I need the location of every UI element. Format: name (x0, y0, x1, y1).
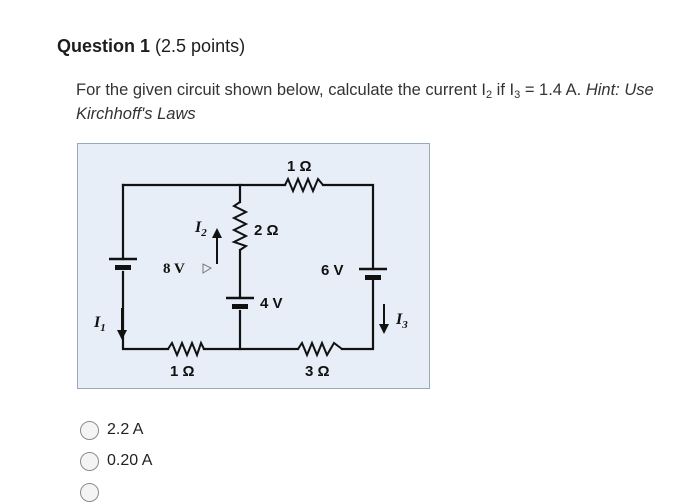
label-v-4: 4 V (260, 295, 283, 312)
question-title: Question 1 (2.5 points) (57, 36, 245, 57)
question-points: (2.5 points) (155, 36, 246, 56)
prompt-text: For the given circuit shown below, calcu… (76, 81, 486, 99)
label-v-8: 8 V (163, 261, 185, 277)
circuit-svg: 1 Ω 2 Ω 1 Ω 3 Ω 8 V 4 V 6 V I1 I2 I3 (93, 158, 408, 380)
arrow-i3 (379, 304, 389, 334)
hint-text-2: Kirchhoff's Laws (76, 105, 196, 123)
arrow-i1 (117, 308, 127, 340)
question-number: Question 1 (57, 36, 151, 56)
prompt-if: if I (492, 81, 515, 99)
answer-option-2[interactable]: 0.20 A (80, 449, 152, 473)
prompt-sub-3: 3 (514, 89, 521, 101)
option-label: 2.2 A (107, 421, 144, 438)
hint-text-1: Hint: Use (585, 81, 654, 99)
cursor-icon (202, 263, 213, 274)
arrow-i2 (212, 228, 222, 264)
radio-button[interactable] (80, 451, 99, 471)
resistor-bottom-left-1ohm (167, 340, 205, 358)
option-label: 0.20 A (107, 452, 153, 469)
resistor-top-1ohm (284, 176, 324, 194)
radio-button[interactable] (80, 420, 99, 440)
label-i1: I1 (93, 314, 106, 334)
answer-option-1[interactable]: 2.2 A (80, 418, 143, 442)
resistor-mid-2ohm (231, 201, 249, 251)
question-prompt: For the given circuit shown below, calcu… (76, 78, 696, 126)
battery-8v (109, 257, 137, 270)
label-i2: I2 (194, 219, 207, 239)
radio-button[interactable] (80, 482, 99, 502)
label-r-mid: 2 Ω (254, 222, 279, 239)
answer-option-3[interactable] (80, 480, 107, 504)
circuit-diagram: 1 Ω 2 Ω 1 Ω 3 Ω 8 V 4 V 6 V I1 I2 I3 (77, 143, 430, 389)
prompt-value: = 1.4 A. (520, 81, 586, 99)
battery-4v (226, 296, 254, 309)
label-r-top: 1 Ω (287, 158, 312, 175)
label-r-bottom-right: 3 Ω (305, 363, 330, 380)
prompt-sub-2: 2 (485, 89, 493, 101)
label-r-bottom-left: 1 Ω (170, 363, 195, 380)
label-v-6: 6 V (321, 262, 344, 279)
label-i3: I3 (395, 311, 408, 331)
battery-6v (359, 267, 387, 280)
resistor-bottom-right-3ohm (297, 340, 343, 358)
